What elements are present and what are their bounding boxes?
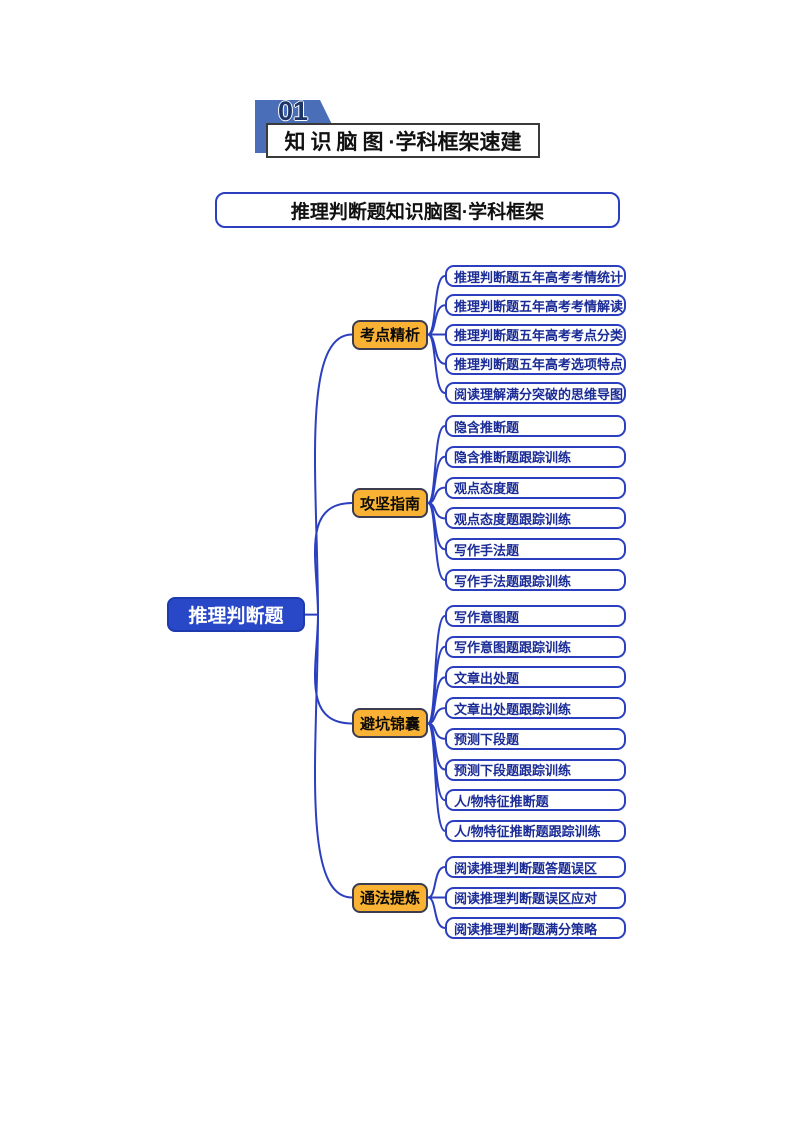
mindmap-leaf-node: 文章出处题跟踪训练 <box>445 697 626 720</box>
mindmap-leaf-node: 阅读推理判断题误区应对 <box>445 886 626 909</box>
mindmap-leaf-node: 写作意图题跟踪训练 <box>445 635 626 658</box>
mindmap-branch-node: 攻坚指南 <box>352 488 428 518</box>
mindmap-leaf-node: 写作意图题 <box>445 605 626 627</box>
mindmap-leaf-node: 人/物特征推断题跟踪训练 <box>445 819 626 842</box>
section-title-box: 知识脑图·学科框架速建 <box>266 123 540 158</box>
mindmap-leaf-node: 阅读理解满分突破的思维导图 <box>445 382 626 404</box>
mindmap-leaf-node: 推理判断题五年高考考情解读 <box>445 294 626 317</box>
mindmap-leaf-node: 文章出处题 <box>445 666 626 689</box>
map-title-box: 推理判断题知识脑图·学科框架 <box>215 192 620 228</box>
mindmap-leaf-node: 隐含推断题跟踪训练 <box>445 445 626 468</box>
mindmap-leaf-node: 预测下段题跟踪训练 <box>445 758 626 781</box>
mindmap-leaf-node: 推理判断题五年高考选项特点 <box>445 352 626 375</box>
mindmap-leaf-node: 观点态度题 <box>445 476 626 499</box>
mindmap-leaf-node: 隐含推断题 <box>445 415 626 437</box>
mindmap-leaf-node: 观点态度题跟踪训练 <box>445 507 626 530</box>
mindmap-leaf-node: 预测下段题 <box>445 727 626 750</box>
mindmap-leaf-node: 推理判断题五年高考考情统计 <box>445 265 626 287</box>
mindmap-branch-node: 避坑锦囊 <box>352 708 428 739</box>
section-title-strong: 知识脑图 <box>284 130 389 154</box>
section-title-rest: ·学科框架速建 <box>388 130 522 154</box>
mindmap-leaf-node: 阅读推理判断题满分策略 <box>445 917 626 939</box>
section-number: 01 <box>277 96 309 126</box>
mindmap-leaf-node: 阅读推理判断题答题误区 <box>445 856 626 878</box>
mindmap-branch-node: 通法提炼 <box>352 882 428 913</box>
mindmap-leaf-node: 写作手法题跟踪训练 <box>445 569 626 591</box>
mindmap-leaf-node: 人/物特征推断题 <box>445 789 626 812</box>
mindmap-leaf-node: 写作手法题 <box>445 538 626 561</box>
mindmap-root-node: 推理判断题 <box>167 597 305 633</box>
mindmap-branch-node: 考点精析 <box>352 319 428 350</box>
mindmap-leaf-node: 推理判断题五年高考考点分类 <box>445 323 626 346</box>
